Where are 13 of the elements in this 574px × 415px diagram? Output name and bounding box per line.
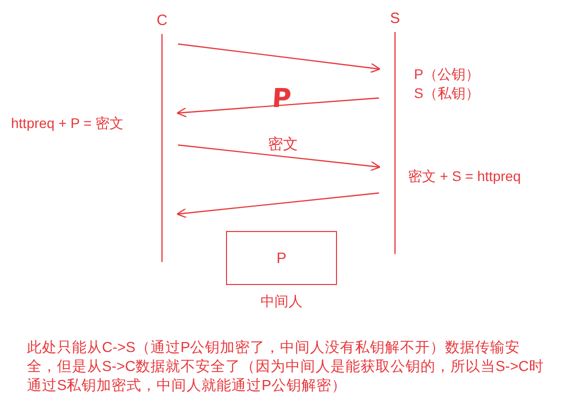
edge-note: 密文 — [268, 136, 298, 153]
arrow — [176, 192, 380, 218]
node-caption: 中间人 — [260, 293, 304, 310]
arrow — [178, 144, 380, 172]
key-note: S（私钥） — [414, 85, 480, 102]
key-note: P（公钥） — [414, 66, 480, 83]
participant-label: C — [156, 12, 168, 30]
formula-text: httpreq + P = 密文 — [11, 115, 124, 132]
note-paragraph: 此处只能从C->S（通过P公钥加密了，中间人没有私钥解不开）数据传输安全，但是从S->C数据就不安全了（因为中间人是能获取公钥的，所以当S->C时通过S私钥加密式，中间人就能通过P公钥解密） — [27, 339, 545, 396]
participant-label: S — [388, 10, 401, 28]
process-box: P — [226, 231, 337, 285]
arrow — [176, 97, 380, 118]
arrow — [178, 43, 380, 74]
